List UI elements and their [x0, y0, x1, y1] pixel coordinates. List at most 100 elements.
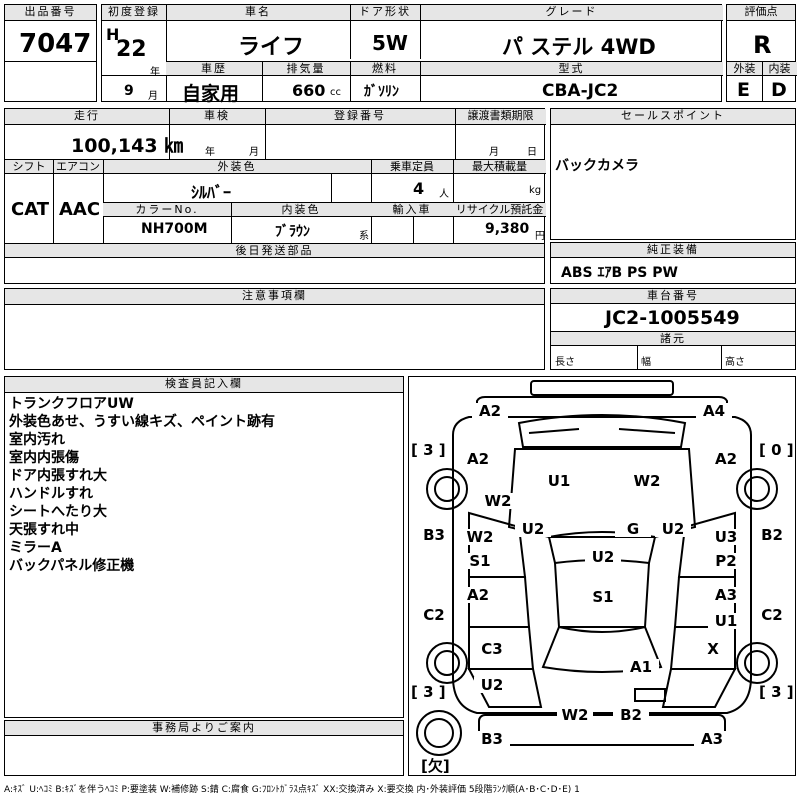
tyre-fl: [ 3 ]	[411, 441, 446, 459]
door-label: ドア形状	[350, 5, 420, 21]
spec-length: 長さ	[555, 357, 575, 368]
score: R	[753, 31, 772, 59]
inspector-notes: トランクフロアUW 外装色あせ、うすい線キズ、ペイント跡有 室内汚れ 室内内張傷…	[9, 395, 275, 575]
mark-r-door1b: P2	[708, 553, 744, 569]
score-box: 評価点 R 外装 内装 E D	[726, 4, 797, 102]
mark-r-rear: X	[695, 641, 731, 657]
legend: A:ｷｽﾞ U:ﾍｺﾐ B:ｷｽﾞを伴うﾍｺﾐ P:要塗装 W:補修跡 S:錆 …	[4, 785, 580, 795]
inspection-label: 車検	[169, 109, 265, 125]
ac-label: エアコン	[53, 160, 103, 174]
recycle: 9,380	[485, 221, 530, 237]
recycle-label: リサイクル預託金	[453, 203, 546, 217]
car-outline	[416, 380, 778, 756]
model: CBA-JC2	[542, 81, 619, 101]
intcolor-unit: 系	[359, 231, 369, 242]
mark-bumper-a: W2	[557, 707, 593, 723]
history: 自家用	[182, 83, 240, 105]
history-label: 車歴	[166, 62, 262, 76]
car-name-label: 車名	[166, 5, 350, 21]
tyre-rl: [ 3 ]	[411, 683, 446, 701]
mark-l-door1a: W2	[462, 529, 498, 545]
colorno-label: カラーNo.	[103, 203, 231, 217]
mark-fl-top: A2	[472, 403, 508, 419]
damage-diagram: A2 A4 A2 A2 W2 U1 W2 U2 U2 G B3 B2 W2 S1…	[408, 376, 796, 776]
int-score: D	[771, 79, 787, 101]
note-line: シートへたり大	[9, 504, 107, 520]
chassis-number: JC2-1005549	[605, 307, 740, 329]
genuine-box: 純正装備 ABS ｴｱB PS PW	[550, 242, 796, 284]
transfer-label: 譲渡書類期限	[455, 109, 546, 125]
shift-label: シフト	[5, 160, 53, 174]
genuine: ABS ｴｱB PS PW	[561, 265, 678, 281]
mark-r-u2: U2	[655, 521, 691, 537]
month-unit: 月	[148, 91, 158, 102]
capacity-label: 乗車定員	[371, 160, 453, 174]
sales-label: セールスポイント	[551, 109, 795, 125]
mileage-label: 走行	[5, 109, 169, 125]
caution-label: 注意事項欄	[5, 289, 544, 305]
mark-l-door1b: S1	[462, 553, 498, 569]
transfer-month-unit: 月	[489, 147, 499, 158]
mark-hood-r: W2	[629, 473, 665, 489]
grade: パ ステル 4WD	[502, 35, 656, 59]
later-label: 後日発送部品	[5, 244, 544, 258]
mileage-box: 走行 車検 登録番号 譲渡書類期限 100,143 ㎞ 年 月 月 日 シフト …	[4, 108, 546, 284]
note-line: バックパネル修正機	[9, 558, 135, 574]
transfer-day-unit: 日	[527, 147, 537, 158]
mark-l-fender: A2	[460, 451, 496, 467]
note-line: 室内内張傷	[9, 450, 79, 466]
mark-bumper-b: B2	[613, 707, 649, 723]
note-line: 外装色あせ、うすい線キズ、ペイント跡有	[9, 414, 275, 430]
mark-tail: A1	[623, 659, 659, 675]
mark-g: G	[615, 521, 651, 537]
car-name: ライフ	[238, 35, 305, 60]
ext-score: E	[737, 79, 750, 101]
specs-label: 諸元	[551, 332, 795, 346]
caution-box: 注意事項欄	[4, 288, 545, 370]
mark-fr-top: A4	[696, 403, 732, 419]
recycle-unit: 円	[535, 231, 545, 242]
tyre-fr: [ 0 ]	[759, 441, 794, 459]
note-line: 室内汚れ	[9, 432, 65, 448]
int-color: ﾌﾞﾗｳﾝ	[275, 224, 310, 240]
inspector-label: 検査員記入欄	[5, 377, 403, 393]
color-no: NH700M	[141, 221, 208, 237]
int-label: 内装	[762, 62, 797, 76]
mark-roof-b: S1	[585, 589, 621, 605]
intcolor-label: 内装色	[231, 203, 371, 217]
disp-label: 排気量	[262, 62, 350, 76]
lot-box: 出品番号 7047	[4, 4, 97, 102]
maxload-label: 最大積載量	[453, 160, 546, 174]
import-label: 輸入車	[371, 203, 453, 217]
office-box: 事務局よりご案内	[4, 720, 404, 776]
door-type: 5W	[372, 31, 408, 55]
first-reg-label: 初度登録	[102, 5, 166, 21]
mark-hood-l: U1	[541, 473, 577, 489]
fuel: ｶﾞｿﾘﾝ	[364, 84, 399, 100]
tyre-spare: [欠]	[421, 757, 450, 775]
mark-bl: B3	[474, 731, 510, 747]
insp-year-unit: 年	[205, 147, 215, 158]
inspector-box: 検査員記入欄 トランクフロアUW 外装色あせ、うすい線キズ、ペイント跡有 室内汚…	[4, 376, 404, 718]
chassis-label: 車台番号	[551, 289, 795, 304]
genuine-label: 純正装備	[551, 243, 795, 258]
note-line: 天張すれ中	[9, 522, 79, 538]
mark-roof-a: U2	[585, 549, 621, 565]
ac: AAC	[59, 199, 101, 220]
mileage: 100,143 ㎞	[71, 135, 184, 157]
ext-color: ｼﾙﾊﾞｰ	[191, 183, 232, 202]
mark-l-b: B3	[416, 527, 452, 543]
model-label: 型式	[420, 62, 723, 76]
mark-r-door2a: A3	[708, 587, 744, 603]
note-line: ハンドルすれ	[9, 486, 93, 502]
mark-l-rear: C3	[474, 641, 510, 657]
mark-r-b: B2	[754, 527, 790, 543]
spec-header-box: 初度登録 車名 ドア形状 グレード H 22 年 9 月 ライフ 5W パ ステ…	[101, 4, 723, 105]
office-label: 事務局よりご案内	[5, 721, 403, 736]
ext-label: 外装	[727, 62, 762, 76]
mark-l-door2: A2	[460, 587, 496, 603]
regno-label: 登録番号	[265, 109, 455, 125]
mark-brr: A3	[694, 731, 730, 747]
tyre-rr: [ 3 ]	[759, 683, 794, 701]
capacity-unit: 人	[439, 189, 449, 200]
